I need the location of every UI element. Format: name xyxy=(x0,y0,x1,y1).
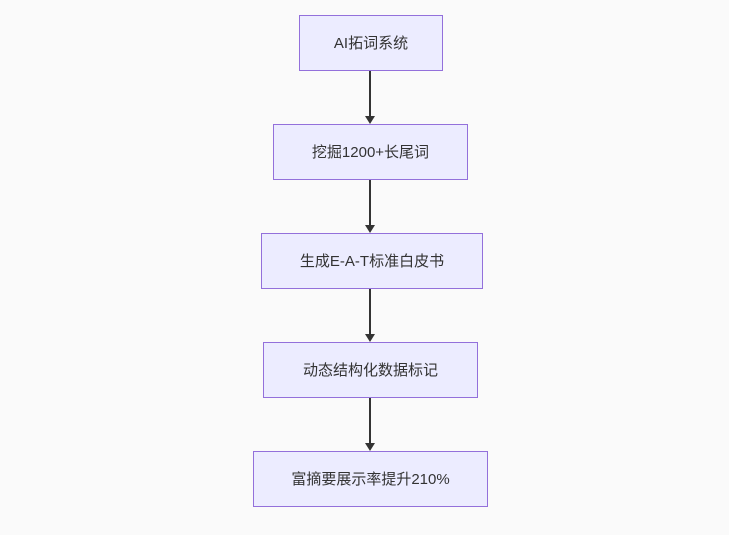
flowchart-node-rich-snippet-result: 富摘要展示率提升210% xyxy=(253,451,488,507)
flow-arrow-3 xyxy=(365,289,375,342)
arrow-line xyxy=(369,289,371,334)
arrow-line xyxy=(369,71,371,116)
arrowhead-down-icon xyxy=(365,334,375,342)
node-label: AI拓词系统 xyxy=(333,34,409,52)
node-label: 动态结构化数据标记 xyxy=(302,361,438,379)
flow-arrow-4 xyxy=(365,398,375,451)
arrow-line xyxy=(369,398,371,443)
flow-arrow-2 xyxy=(365,180,375,233)
flow-arrow-1 xyxy=(365,71,375,124)
flowchart-node-ai-system: AI拓词系统 xyxy=(299,15,443,71)
node-label: 生成E-A-T标准白皮书 xyxy=(299,252,445,270)
arrowhead-down-icon xyxy=(365,116,375,124)
flowchart-node-longtail-mining: 挖掘1200+长尾词 xyxy=(273,124,468,180)
arrowhead-down-icon xyxy=(365,443,375,451)
arrowhead-down-icon xyxy=(365,225,375,233)
node-label: 挖掘1200+长尾词 xyxy=(311,143,430,161)
flowchart-node-eat-whitepaper: 生成E-A-T标准白皮书 xyxy=(261,233,483,289)
flowchart-node-structured-data: 动态结构化数据标记 xyxy=(263,342,478,398)
arrow-line xyxy=(369,180,371,225)
node-label: 富摘要展示率提升210% xyxy=(291,470,450,488)
